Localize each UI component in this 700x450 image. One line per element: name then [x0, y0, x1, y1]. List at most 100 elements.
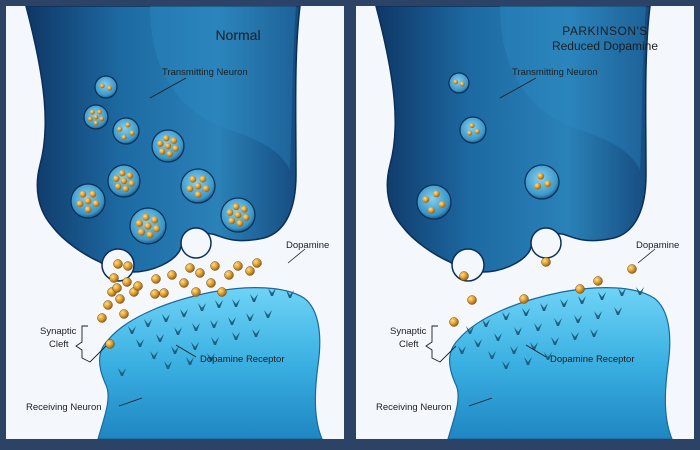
dopamine-receptor-mark: [250, 294, 258, 302]
dopamine-molecule: [245, 266, 255, 276]
transmitting-neuron-highlight: [500, 6, 646, 170]
dopamine-receptor-mark: [578, 296, 586, 304]
dopamine-receptor-mark: [522, 308, 530, 316]
dopamine-molecule: [179, 278, 189, 288]
leader-transmitting-neuron: [499, 77, 537, 99]
dopamine-receptor-mark: [198, 303, 206, 311]
vesicle-dopamine-dot: [129, 130, 135, 136]
dopamine-molecule: [115, 294, 125, 304]
dopamine-molecule: [113, 259, 123, 269]
synaptic-cleft-bracket: [425, 325, 457, 363]
vesicle-dopamine-dot: [135, 219, 144, 227]
dopamine-molecule: [109, 273, 119, 283]
panel-title: PARKINSON'S: [562, 24, 648, 38]
label-transmitting-neuron: Transmitting Neuron: [512, 67, 598, 78]
vesicle-dopamine-dot: [194, 182, 202, 190]
dopamine-receptor-mark: [614, 307, 622, 315]
dopamine-molecule: [167, 270, 177, 280]
dopamine-receptor-mark: [524, 357, 532, 365]
vesicle-dopamine-dot: [84, 206, 92, 213]
dopamine-receptor-mark: [494, 333, 502, 341]
vesicle-dopamine-dot: [428, 206, 435, 214]
vesicle-dopamine-dot: [240, 205, 248, 213]
dopamine-receptor-mark: [228, 317, 236, 325]
vesicle-dopamine-dot: [121, 134, 127, 140]
vesicle-dopamine-dot: [84, 197, 92, 205]
dopamine-receptor-mark: [482, 319, 490, 327]
dopamine-molecule: [97, 313, 107, 323]
dopamine-receptor-mark: [534, 323, 542, 331]
fusing-vesicle-right: [530, 227, 562, 259]
vesicle-dopamine-dot: [194, 191, 202, 198]
vesicle-dopamine-dot: [87, 116, 93, 122]
dopamine-receptor-mark: [488, 351, 496, 359]
label-dopamine: Dopamine: [636, 240, 679, 251]
label-cleft: Cleft: [49, 339, 69, 350]
dopamine-molecule: [467, 295, 477, 305]
dopamine-molecule: [459, 271, 469, 281]
vesicle-dopamine-dot: [189, 175, 197, 183]
dopamine-molecule: [224, 270, 234, 280]
dopamine-receptor-mark: [636, 287, 644, 295]
receiving-neuron-shape: [97, 287, 323, 439]
vesicle-dopamine-dot: [99, 116, 105, 122]
leader-dopamine: [287, 248, 306, 264]
dopamine-receptor-mark: [474, 339, 482, 347]
vesicle: [416, 184, 452, 220]
dopamine-receptor-mark: [210, 320, 218, 328]
fusing-vesicle-left: [451, 248, 485, 282]
dopamine-molecule: [575, 284, 585, 294]
leader-receiving-neuron: [118, 397, 143, 407]
vesicle-dopamine-dot: [170, 137, 178, 144]
dopamine-receptor-mark: [162, 314, 170, 322]
dopamine-receptor-mark: [571, 332, 579, 340]
dopamine-receptor-mark: [156, 334, 164, 342]
vesicle-dopamine-dot: [137, 228, 145, 236]
dopamine-receptor-mark: [164, 361, 172, 369]
dopamine-molecule: [195, 268, 205, 278]
vesicle-dopamine-dot: [199, 175, 207, 183]
vesicle-dopamine-dot: [152, 225, 161, 233]
dopamine-receptor-mark: [502, 361, 510, 369]
vesicle-dopamine-dot: [474, 128, 480, 134]
vesicle-dopamine-dot: [122, 185, 129, 193]
dopamine-receptor-mark: [286, 290, 294, 298]
vesicle-dopamine-dot: [79, 190, 87, 198]
label-dopamine: Dopamine: [286, 240, 329, 251]
dopamine-receptor-mark: [466, 326, 474, 334]
dopamine-receptor-mark: [458, 346, 466, 354]
label-transmitting-neuron: Transmitting Neuron: [162, 67, 248, 78]
dopamine-molecule: [206, 278, 216, 288]
vesicle-dopamine-dot: [76, 200, 84, 208]
dopamine-receptor-mark: [207, 353, 215, 361]
label-synaptic: Synaptic: [40, 326, 77, 337]
dopamine-receptor-mark: [192, 323, 200, 331]
dopamine-molecule: [133, 281, 143, 291]
dopamine-receptor-mark: [268, 288, 276, 296]
dopamine-molecule: [593, 276, 603, 286]
leader-receiving-neuron: [468, 397, 493, 407]
vesicle-dopamine-dot: [469, 122, 475, 129]
dopamine-molecule: [103, 300, 113, 310]
vesicle: [459, 116, 487, 144]
vesicle-dopamine-dot: [146, 231, 154, 239]
dopamine-receptor-mark: [174, 327, 182, 335]
dopamine-receptor-mark: [144, 319, 152, 327]
dopamine-receptor-mark: [554, 318, 562, 326]
label-synaptic: Synaptic: [390, 326, 427, 337]
vesicle-dopamine-dot: [97, 109, 102, 115]
dopamine-molecule: [119, 309, 129, 319]
dopamine-molecule: [112, 283, 122, 293]
dopamine-receptor-mark: [590, 329, 598, 337]
dopamine-molecule: [185, 263, 195, 273]
dopamine-receptor-mark: [594, 311, 602, 319]
vesicle-dopamine-dot: [226, 209, 234, 216]
dopamine-receptor-mark: [246, 313, 254, 321]
dopamine-receptor-mark: [598, 292, 606, 300]
dopamine-receptor-mark: [150, 351, 158, 359]
dopamine-receptor-mark: [252, 329, 260, 337]
vesicle: [112, 117, 140, 145]
dopamine-receptor-mark: [215, 300, 223, 308]
